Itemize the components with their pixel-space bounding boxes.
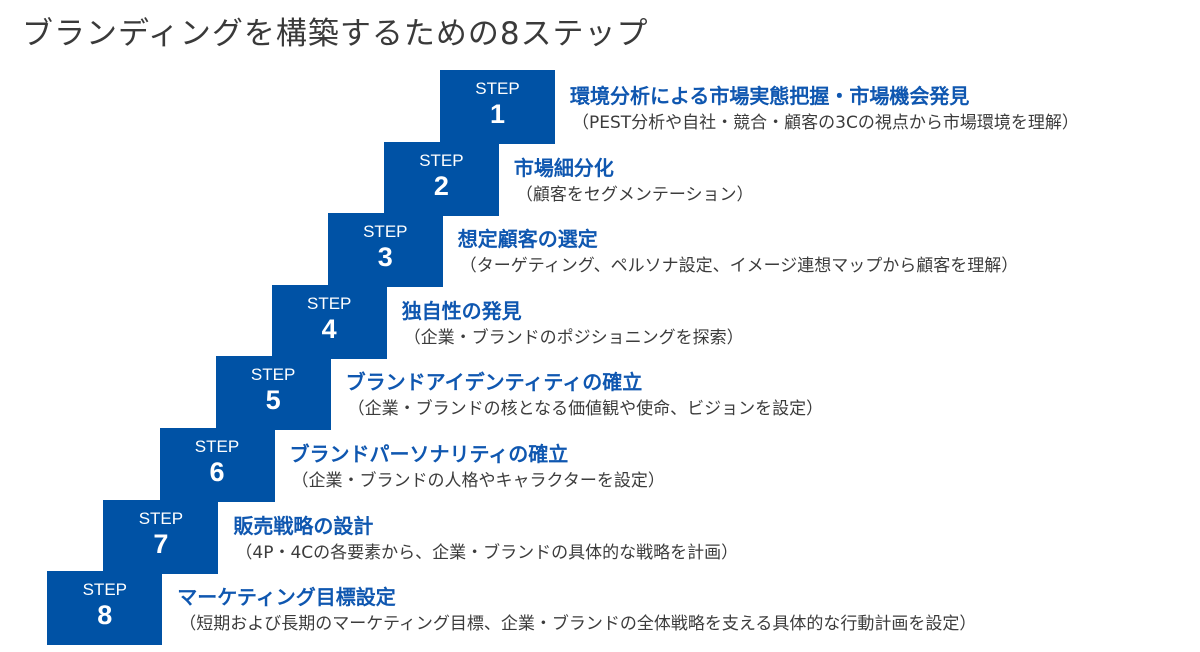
step-number: 2 (433, 170, 449, 201)
step-label: STEP (419, 150, 464, 170)
step-text-6: ブランドパーソナリティの確立 （企業・ブランドの人格やキャラクターを設定） (290, 440, 665, 494)
step-heading: マーケティング目標設定 (177, 585, 396, 610)
step-label: STEP (250, 365, 296, 385)
step-heading: 独自性の発見 (401, 298, 522, 323)
step-label: STEP (475, 79, 520, 98)
step-number: 5 (265, 385, 281, 416)
step-detail: （企業・ブランドの核となる価値観や使命、ビジョンを設定） (347, 399, 824, 420)
step-number: 7 (153, 528, 169, 559)
step-detail: （PEST分析や自社・競合・顧客の3Cの視点から市場環境を理解） (572, 113, 1079, 133)
step-detail: （企業・ブランドのポジショニングを探索） (403, 327, 744, 348)
step-text-8: マーケティング目標設定 （短期および長期のマーケティング目標、企業・ブランドの全体… (177, 583, 976, 637)
step-number: 3 (377, 242, 393, 273)
step-number: 1 (489, 99, 506, 129)
step-number: 4 (321, 313, 337, 344)
step-text-7: 販売戦略の設計 （4P・4Cの各要素から、企業・ブランドの具体的な戦略を計画） (233, 512, 738, 566)
step-number: 6 (209, 457, 225, 487)
step-label: STEP (194, 437, 240, 456)
step-number: 8 (97, 600, 113, 631)
step-detail: （4P・4Cの各要素から、企業・ブランドの具体的な戦略を計画） (235, 542, 739, 563)
step-detail: （顧客をセグメンテーション） (515, 184, 754, 205)
step-label: STEP (138, 508, 184, 528)
step-heading: 市場細分化 (513, 155, 614, 180)
page-title: ブランディングを構築するための8ステップ (22, 16, 649, 52)
step-text-5: ブランドアイデンティティの確立 （企業・ブランドの核となる価値観や使命、ビジョンを… (346, 368, 824, 422)
step-text-1: 環境分析による市場実態把握・市場機会発見 （PEST分析や自社・競合・顧客の3Cの… (570, 82, 1079, 136)
step-text-3: 想定顧客の選定 （ターゲティング、ペルソナ設定、イメージ連想マップから顧客を理解） (458, 225, 1018, 279)
step-text-2: 市場細分化 （顧客をセグメンテーション） (514, 154, 754, 208)
step-heading: ブランドパーソナリティの確立 (289, 442, 569, 466)
step-label: STEP (363, 222, 408, 242)
step-detail: （短期および長期のマーケティング目標、企業・ブランドの全体戦略を支える具体的な行… (179, 614, 977, 635)
step-text-4: 独自性の発見 （企業・ブランドのポジショニングを探索） (402, 297, 744, 351)
step-label: STEP (306, 293, 352, 313)
step-heading: 販売戦略の設計 (233, 513, 374, 538)
step-heading: 環境分析による市場実態把握・市場機会発見 (570, 84, 970, 108)
step-detail: （ターゲティング、ペルソナ設定、イメージ連想マップから顧客を理解） (459, 256, 1019, 277)
step-label: STEP (82, 580, 127, 600)
step-heading: ブランドアイデンティティの確立 (345, 370, 643, 395)
step-heading: 想定顧客の選定 (457, 227, 598, 252)
step-detail: （企業・ブランドの人格やキャラクターを設定） (291, 471, 665, 491)
